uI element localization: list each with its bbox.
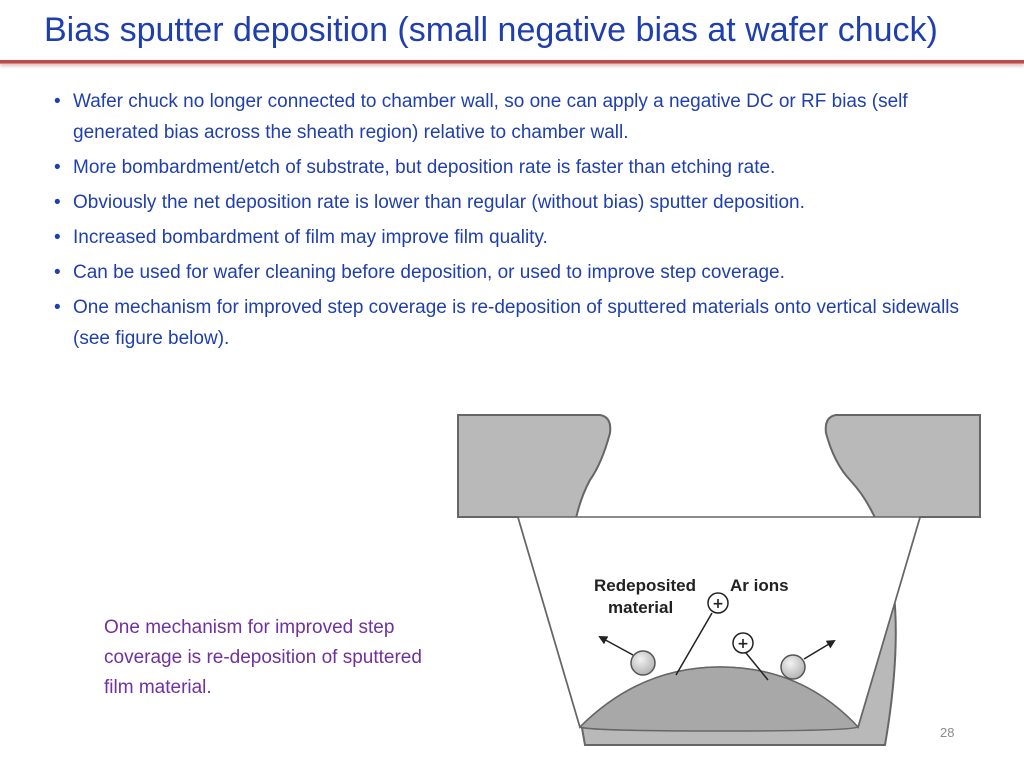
sputtered-particle [630, 650, 656, 676]
bullet-text: Increased bombardment of film may improv… [73, 227, 548, 248]
redeposition-arrow [598, 636, 634, 656]
ar-ion-marker [732, 632, 754, 654]
ar-ion-marker [707, 592, 729, 614]
bullet-item: • Wafer chuck no longer connected to cham… [52, 86, 982, 148]
bullet-marker: • [54, 91, 61, 112]
ion-plus-sign: + [737, 636, 749, 652]
ion-plus-sign: + [712, 596, 724, 612]
redeposition-arrow [803, 639, 836, 660]
ion-path-arrow [675, 612, 713, 676]
title-divider [0, 60, 1024, 64]
bullet-text: Obviously the net deposition rate is low… [73, 192, 805, 213]
label-ar-ions: Ar ions [730, 576, 789, 595]
label-redeposited-material-line2: material [608, 598, 673, 617]
bullet-text: One mechanism for improved step coverage… [73, 297, 960, 349]
bullet-item: • Increased bombardment of film may impro… [52, 222, 982, 253]
bullet-marker: • [54, 227, 61, 248]
bullet-marker: • [54, 192, 61, 213]
bullet-list: • Wafer chuck no longer connected to cham… [52, 86, 982, 358]
slide-title: Bias sputter deposition (small negative … [44, 11, 938, 49]
label-redeposited-material: Redeposited [594, 576, 696, 595]
bullet-item: • One mechanism for improved step coverag… [52, 292, 982, 354]
bullet-text: More bombardment/etch of substrate, but … [73, 157, 776, 178]
bullet-item: • Obviously the net deposition rate is lo… [52, 187, 982, 218]
bullet-marker: • [54, 297, 61, 318]
trench-redeposition-figure: Redeposited material Ar ions + + [457, 414, 981, 746]
sputtered-particle [780, 654, 806, 680]
bullet-marker: • [54, 157, 61, 178]
bullet-item: • More bombardment/etch of substrate, but… [52, 152, 982, 183]
page-number: 28 [940, 725, 955, 740]
deposited-film-mound [578, 666, 860, 732]
bullet-marker: • [54, 262, 61, 283]
bullet-text: Wafer chuck no longer connected to chamb… [73, 91, 908, 143]
ion-path-arrow [745, 652, 769, 681]
figure-caption: One mechanism for improved step coverage… [104, 617, 422, 698]
bullet-text: Can be used for wafer cleaning before de… [73, 262, 785, 283]
bullet-item: • Can be used for wafer cleaning before d… [52, 257, 982, 288]
